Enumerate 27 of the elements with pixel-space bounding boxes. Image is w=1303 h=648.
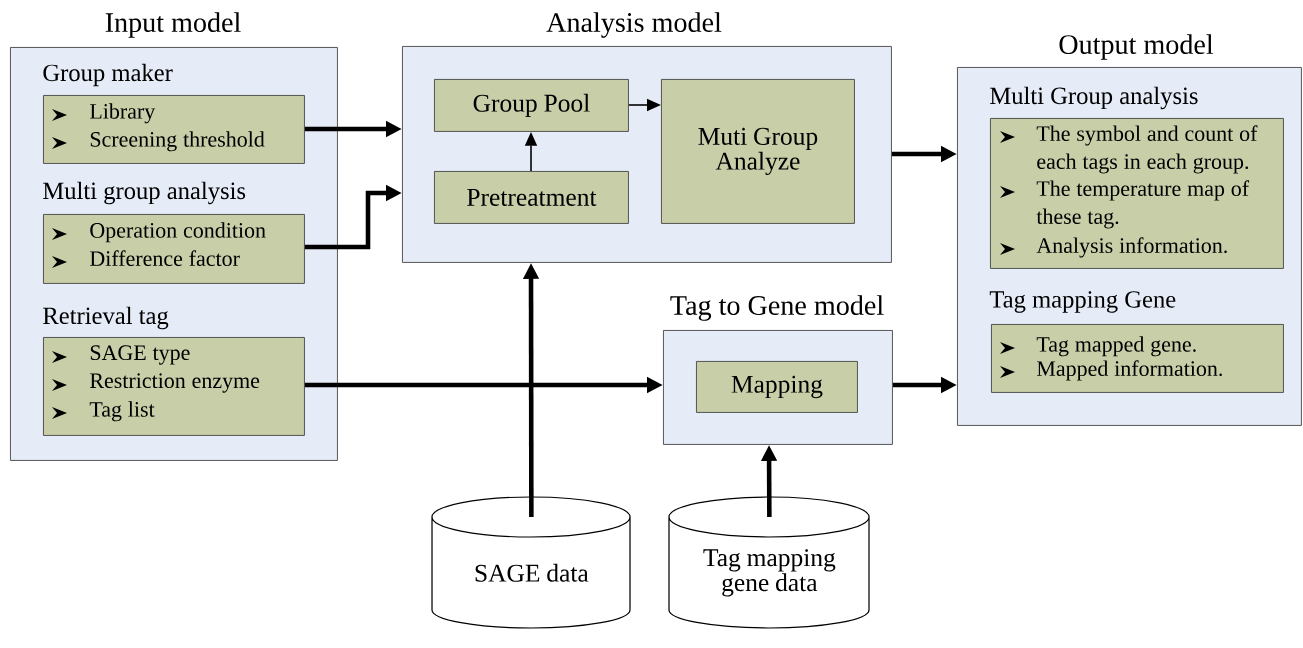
list-item: Tag list [89,401,155,422]
list-item: Difference factor [90,250,240,267]
list-item: Operation condition [90,222,266,243]
list-item: Mapped information. [1037,360,1222,381]
section-heading: Group maker [43,63,173,87]
process-box: Mapping [696,361,858,413]
database-cylinder: Tag mapping gene data [668,496,870,629]
list-item: SAGE type [90,345,190,365]
list-item: The temperature map of these tag. [1036,180,1250,229]
list-item: The symbol and count of each tags in each group. [1036,125,1258,174]
panel-title: Output model [1059,34,1214,60]
panel-title: Tag to Gene model [670,295,884,321]
list-item: Tag mapped gene. [1036,336,1196,357]
section-heading: Retrieval tag [43,306,169,330]
list-item: Analysis information. [1036,237,1227,258]
list-item: Screening threshold [90,131,265,152]
section-heading: Multi group analysis [43,181,246,205]
list-item: Library [90,103,156,124]
section-heading: Multi Group analysis [990,86,1198,110]
process-box: Pretreatment [434,171,629,224]
panel-title: Analysis model [546,12,722,38]
process-box: Group Pool [434,79,629,132]
process-box: Muti Group Analyze [661,79,855,224]
section-heading: Tag mapping Gene [989,291,1176,313]
database-cylinder: SAGE data [431,496,631,629]
list-item: Restriction enzyme [90,373,260,393]
panel-title: Input model [105,12,241,38]
